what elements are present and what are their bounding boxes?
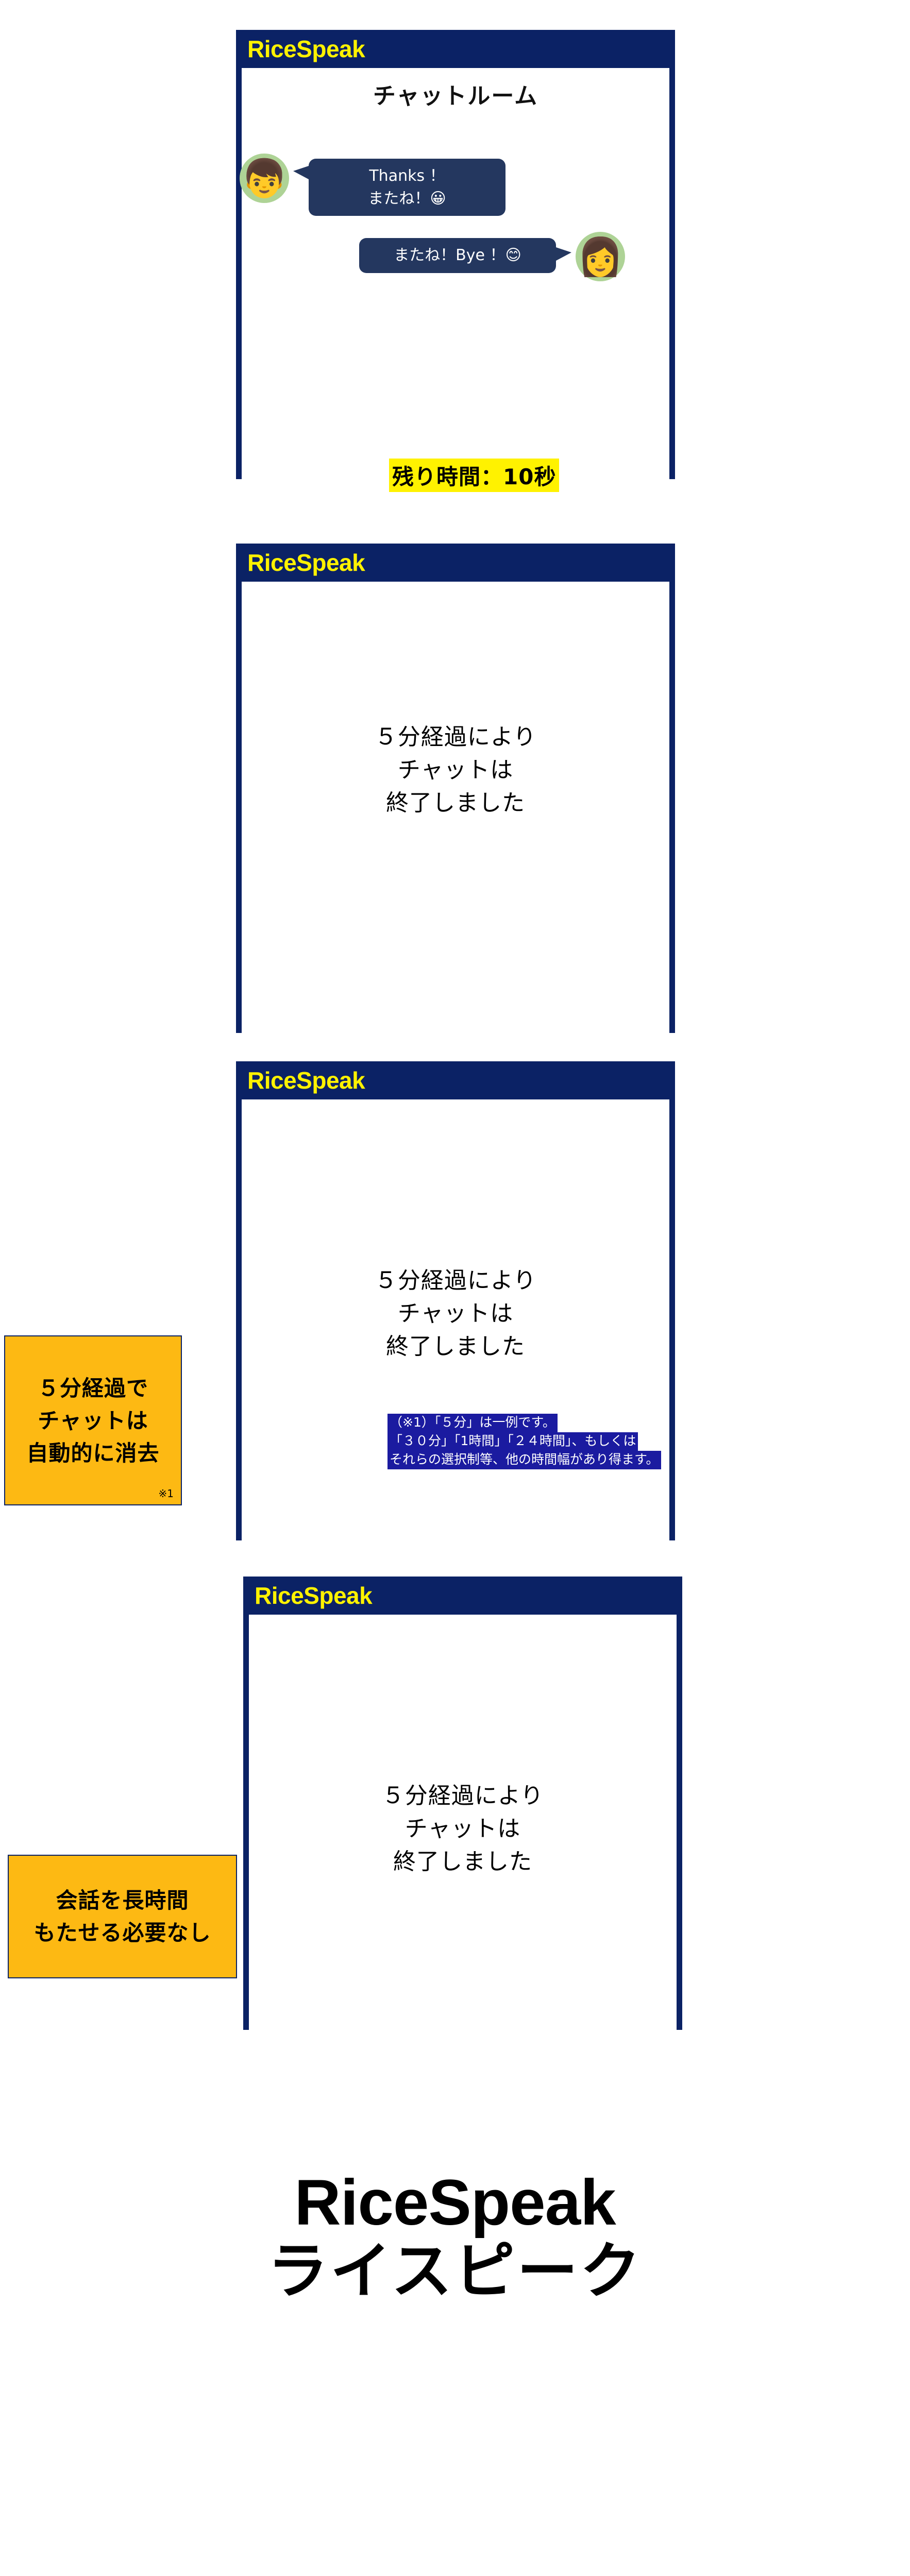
chat-ended-message-2: ５分経過により チャットは 終了しました bbox=[374, 724, 537, 816]
callout-auto-delete-text: ５分経過で チャットは 自動的に消去 bbox=[26, 1375, 160, 1466]
footnote-note-box: （※1）「５分」は一例です。 「３０分」「1時間」「２４時間」、もしくは それら… bbox=[387, 1414, 789, 1469]
app-header-bar-4: RiceSpeak bbox=[243, 1577, 682, 1615]
chat-ended-message-3: ５分経過により チャットは 終了しました bbox=[374, 1267, 537, 1360]
callout-no-need-long-talk: 会話を長時間 もたせる必要なし bbox=[8, 1855, 237, 1978]
app-brand-label-1: RiceSpeak bbox=[247, 36, 365, 62]
app-brand-label-2: RiceSpeak bbox=[247, 549, 365, 576]
chat-ended-callout-body: ５分経過により チャットは 終了しました bbox=[242, 1099, 669, 1579]
footer-logo-block: RiceSpeak ライスピーク bbox=[0, 2169, 910, 2307]
chat-ended-message-4: ５分経過により チャットは 終了しました bbox=[381, 1783, 544, 1875]
app-header-bar-3: RiceSpeak bbox=[236, 1061, 675, 1099]
chat-bubble-incoming[interactable]: Thanks ！ またね！😀 bbox=[293, 159, 505, 216]
phone-frame-chat-ended: RiceSpeak ５分経過により チャットは 終了しました bbox=[236, 544, 675, 1033]
footnote-line-2: 「３０分」「1時間」「２４時間」、もしくは bbox=[387, 1432, 638, 1451]
phone-frame-chat-room: RiceSpeak チャットルーム 👦 Thanks ！ またね！😀 またね！B… bbox=[236, 30, 675, 492]
remaining-time-badge: 残り時間：10秒 bbox=[389, 459, 560, 492]
chat-ended-body: ５分経過により チャットは 終了しました bbox=[242, 582, 669, 1071]
girl-avatar-icon: 👩 bbox=[576, 232, 625, 281]
callout-no-need-long-talk-text: 会話を長時間 もたせる必要なし bbox=[33, 1888, 211, 1945]
chat-message-row-right: またね！Bye ！😊 👩 bbox=[359, 232, 625, 281]
footnote-line-1: （※1）「５分」は一例です。 bbox=[387, 1414, 558, 1432]
app-header-bar-1: RiceSpeak bbox=[236, 30, 675, 68]
chat-ended-benefit-body: ５分経過により チャットは 終了しました bbox=[249, 1615, 677, 2068]
app-brand-label-3: RiceSpeak bbox=[247, 1067, 365, 1094]
app-header-bar-2: RiceSpeak bbox=[236, 544, 675, 582]
footer-logo-jp: ライスピーク bbox=[267, 2235, 643, 2307]
chat-message-row-left: 👦 Thanks ！ またね！😀 bbox=[240, 154, 505, 216]
footer-logo-en: RiceSpeak bbox=[294, 2167, 616, 2239]
chat-bubble-outgoing[interactable]: またね！Bye ！😊 bbox=[359, 238, 571, 273]
callout-footnote-marker: ※1 bbox=[158, 1487, 174, 1500]
footnote-line-3: それらの選択制等、他の時間幅があり得ます。 bbox=[387, 1451, 661, 1469]
app-brand-label-4: RiceSpeak bbox=[255, 1582, 373, 1609]
phone-frame-chat-ended-benefit: RiceSpeak ５分経過により チャットは 終了しました bbox=[243, 1577, 682, 2030]
chat-room-body: チャットルーム 👦 Thanks ！ またね！😀 またね！Bye ！😊 👩 残り… bbox=[240, 77, 669, 527]
boy-avatar-icon: 👦 bbox=[240, 154, 289, 203]
callout-auto-delete: ５分経過で チャットは 自動的に消去 ※1 bbox=[4, 1335, 182, 1505]
chat-room-title: チャットルーム bbox=[373, 83, 538, 109]
